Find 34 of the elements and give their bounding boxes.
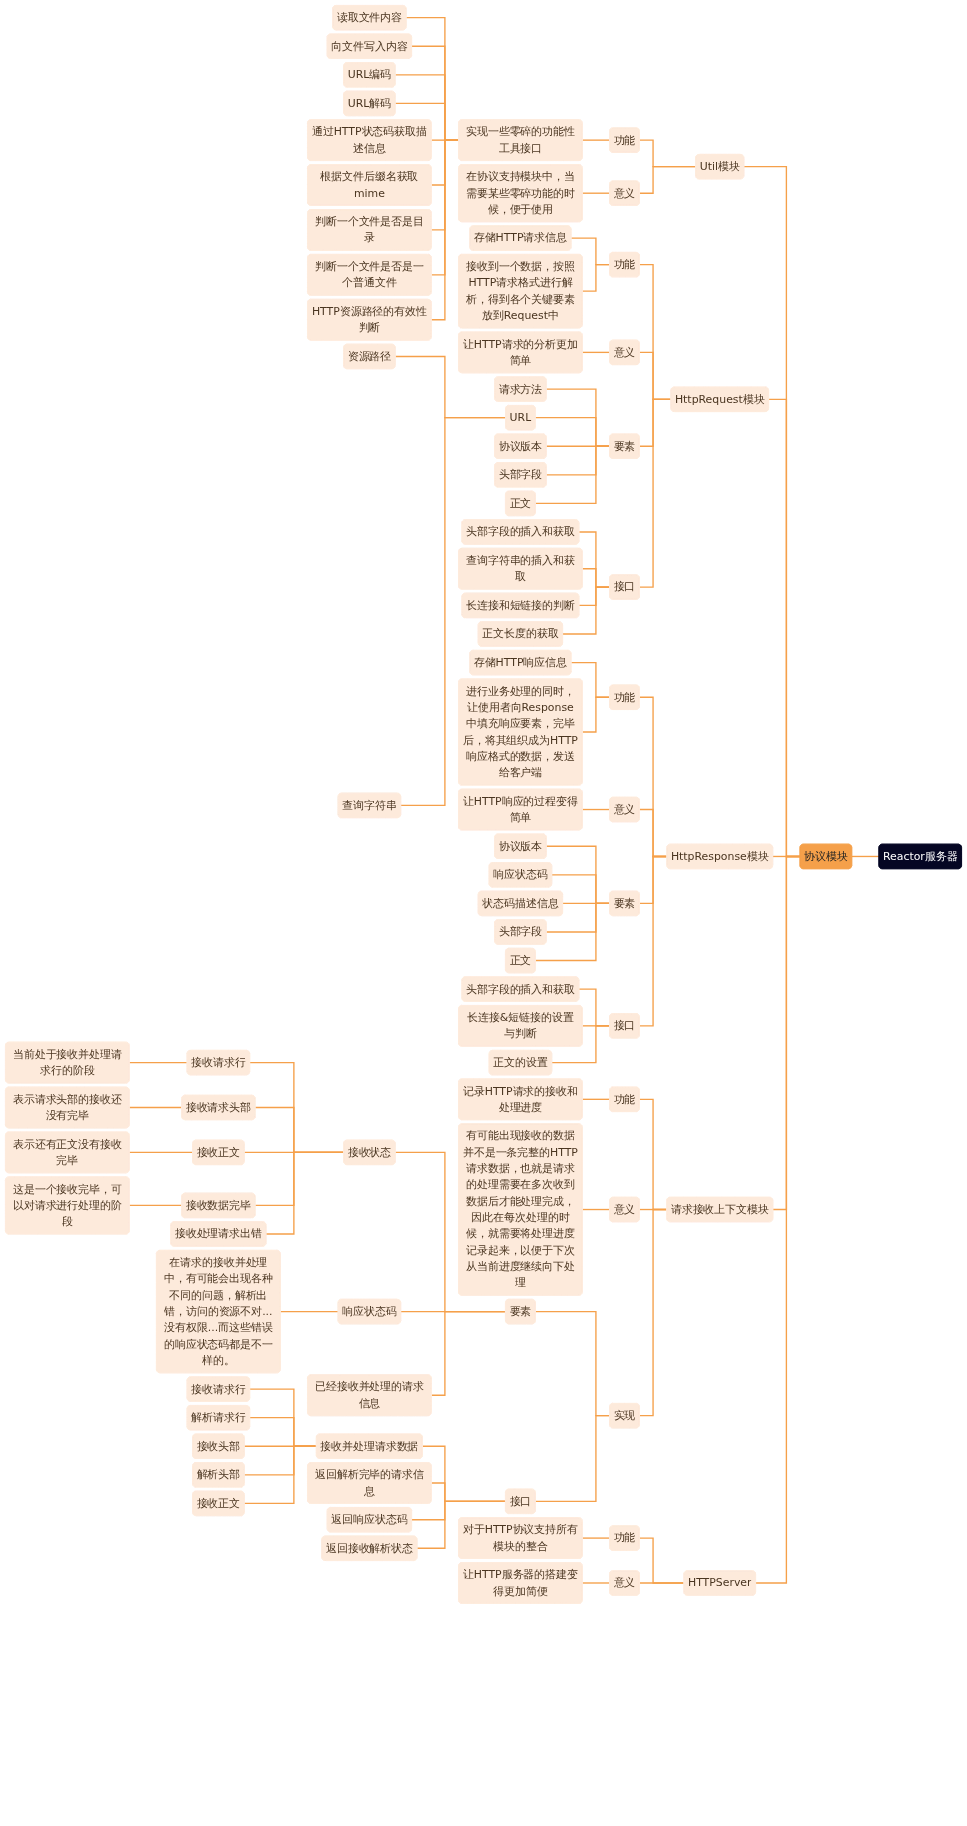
connector <box>128 1106 183 1109</box>
connector <box>430 139 460 321</box>
connector <box>534 902 611 962</box>
connector <box>581 1537 611 1539</box>
connector <box>581 1098 611 1100</box>
connector <box>128 1061 188 1064</box>
connector <box>551 1025 611 1064</box>
connector <box>581 139 611 141</box>
connector <box>581 263 611 292</box>
connector <box>581 192 611 194</box>
connector <box>581 1582 611 1584</box>
connector <box>638 398 672 588</box>
connector <box>561 586 611 635</box>
connector <box>400 417 507 807</box>
connector <box>534 1414 611 1503</box>
connector <box>128 1204 183 1207</box>
connector <box>581 696 611 733</box>
connector <box>128 1151 194 1154</box>
connector <box>638 1582 685 1584</box>
connector <box>581 351 611 354</box>
connector <box>581 808 611 811</box>
connector <box>534 445 611 505</box>
connector <box>638 1208 668 1417</box>
connector <box>416 1500 507 1549</box>
connector <box>638 855 668 1027</box>
connector <box>265 1151 345 1235</box>
connector <box>581 1208 611 1211</box>
connector <box>243 1445 317 1505</box>
connector <box>851 855 880 858</box>
connector <box>638 166 697 194</box>
connector <box>279 1310 339 1313</box>
connector <box>754 855 801 1584</box>
connector <box>430 1310 507 1396</box>
connector <box>638 1537 685 1584</box>
